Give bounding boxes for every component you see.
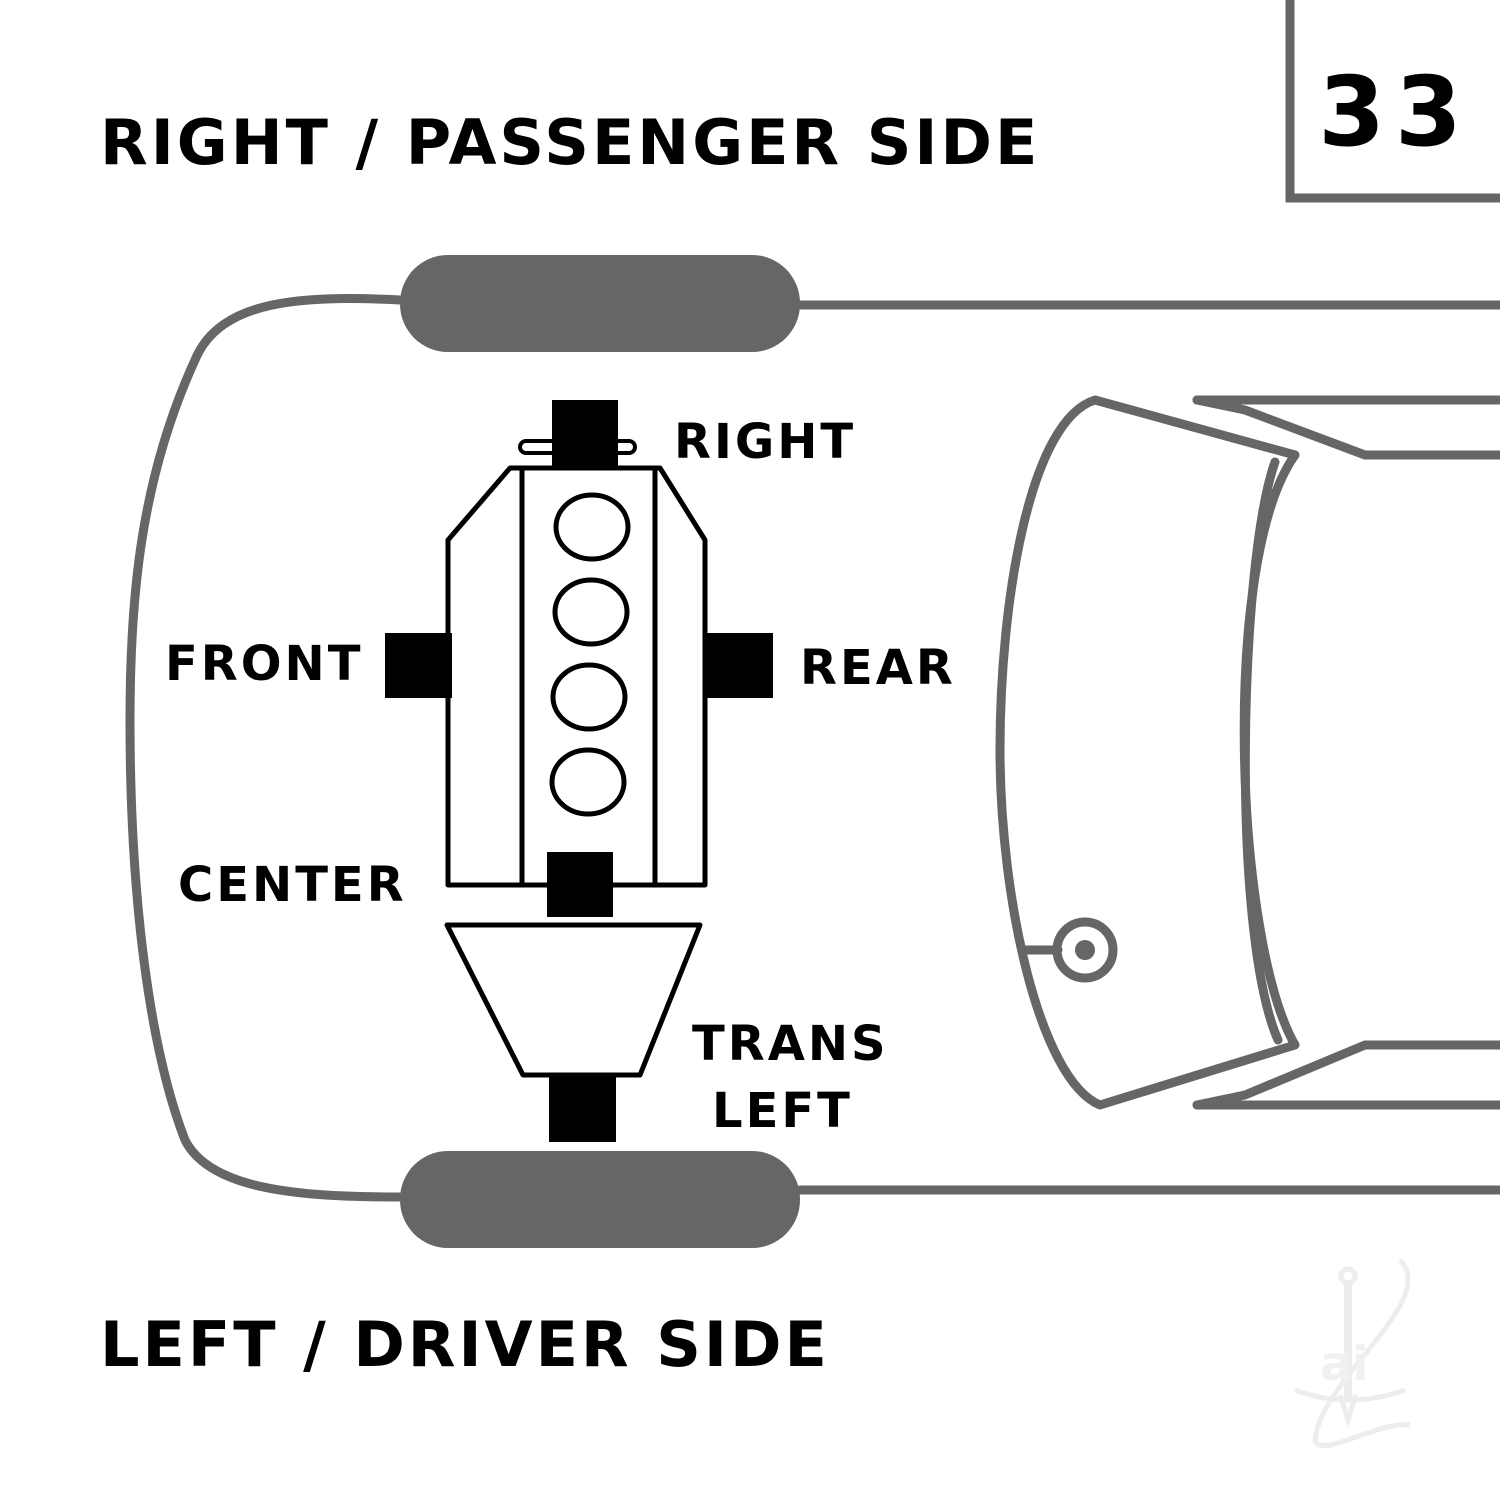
- engine: [445, 439, 708, 888]
- watermark-text: ai: [1320, 1336, 1369, 1392]
- mount-trans-left: [549, 1075, 616, 1142]
- driver-side-label: LEFT / DRIVER SIDE: [100, 1308, 830, 1381]
- mount-center: [547, 852, 613, 917]
- label-front: FRONT: [165, 636, 363, 692]
- cylinder: [549, 747, 627, 817]
- label-trans: TRANS: [692, 1016, 889, 1072]
- number-box: [1285, 0, 1500, 203]
- label-center: CENTER: [178, 857, 407, 913]
- mount-rear: [705, 633, 773, 698]
- front-left-tire: [400, 1151, 800, 1248]
- diagram-number: 33: [1318, 56, 1472, 168]
- front-right-tire: [400, 255, 800, 352]
- passenger-side-label: RIGHT / PASSENGER SIDE: [100, 106, 1040, 179]
- label-right: RIGHT: [674, 414, 856, 470]
- label-left: LEFT: [712, 1083, 853, 1139]
- cylinder: [552, 577, 630, 647]
- cylinder: [550, 662, 628, 732]
- mount-front: [385, 633, 452, 698]
- cylinder: [553, 492, 631, 562]
- mount-right: [552, 400, 618, 468]
- cabin-outline: [995, 395, 1300, 1110]
- anchor-logo-watermark: ai: [1294, 1258, 1411, 1448]
- car-outline: [125, 294, 1500, 1202]
- label-rear: REAR: [800, 640, 956, 696]
- transmission: [444, 922, 703, 1078]
